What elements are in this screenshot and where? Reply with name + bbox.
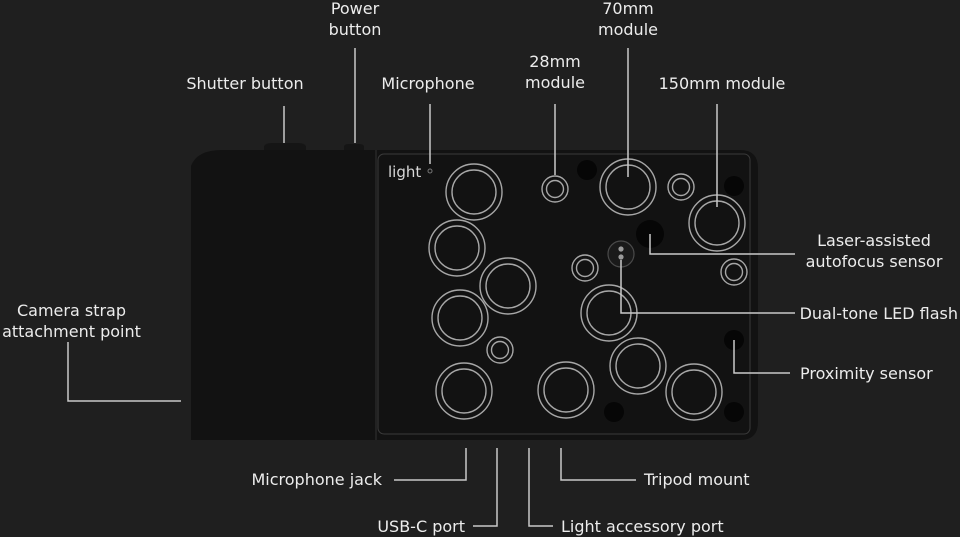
label-tripod: Tripod mount xyxy=(644,470,750,489)
dark-dot xyxy=(724,176,744,196)
small-module xyxy=(667,173,695,201)
leader-laser xyxy=(649,234,795,255)
leader-flash xyxy=(620,260,795,314)
label-line: Laser-assisted xyxy=(817,231,931,250)
label-proximity: Proximity sensor xyxy=(800,364,933,383)
small-module xyxy=(486,336,514,364)
camera-module xyxy=(537,361,595,419)
label-70mm-module: 70mm module xyxy=(583,0,673,40)
leader-usbc xyxy=(473,448,498,527)
label-line: Power xyxy=(330,0,380,18)
label-line: Camera strap xyxy=(16,301,127,320)
camera-module xyxy=(479,257,537,315)
leader-accessory xyxy=(528,448,553,527)
label-usbc: USB-C port xyxy=(377,517,465,536)
camera-module xyxy=(609,337,667,395)
led-flash xyxy=(607,240,635,268)
small-module xyxy=(571,254,599,282)
camera-module xyxy=(445,163,503,221)
label-mic-jack: Microphone jack xyxy=(251,470,382,489)
leader-mic-jack xyxy=(394,448,467,481)
label-line: 70mm xyxy=(602,0,654,18)
camera-module xyxy=(428,219,486,277)
camera-module xyxy=(435,362,493,420)
label-shutter-button: Shutter button xyxy=(186,74,304,93)
dark-dot xyxy=(577,160,597,180)
label-line: 28mm xyxy=(529,52,581,71)
label-28mm-module: 28mm module xyxy=(510,51,600,93)
module-28mm xyxy=(541,175,569,203)
dark-dot xyxy=(604,402,624,422)
module-panel-outline xyxy=(377,153,751,435)
label-power-button: Power button xyxy=(315,0,395,40)
label-line: attachment point xyxy=(2,322,141,341)
label-line: button xyxy=(328,20,382,39)
small-module xyxy=(720,258,748,286)
dark-dot xyxy=(724,402,744,422)
label-led-flash: Dual-tone LED flash xyxy=(799,304,958,323)
microphone-hole xyxy=(427,168,433,174)
label-microphone: Microphone xyxy=(381,74,475,93)
camera-module xyxy=(665,363,723,421)
label-line: autofocus sensor xyxy=(805,252,943,271)
shutter-button-part xyxy=(264,143,306,150)
leader-tripod xyxy=(560,448,636,481)
label-strap: Camera strap attachment point xyxy=(0,300,143,342)
label-laser-af: Laser-assisted autofocus sensor xyxy=(790,230,958,272)
leader-strap xyxy=(67,342,181,402)
label-accessory: Light accessory port xyxy=(561,517,724,536)
label-line: module xyxy=(525,73,585,92)
label-150mm-module: 150mm module xyxy=(658,74,786,93)
label-line: module xyxy=(598,20,658,39)
camera-module xyxy=(431,289,489,347)
power-button-part xyxy=(344,144,364,150)
leader-proximity xyxy=(733,340,790,374)
brand-logo: light xyxy=(388,163,421,181)
